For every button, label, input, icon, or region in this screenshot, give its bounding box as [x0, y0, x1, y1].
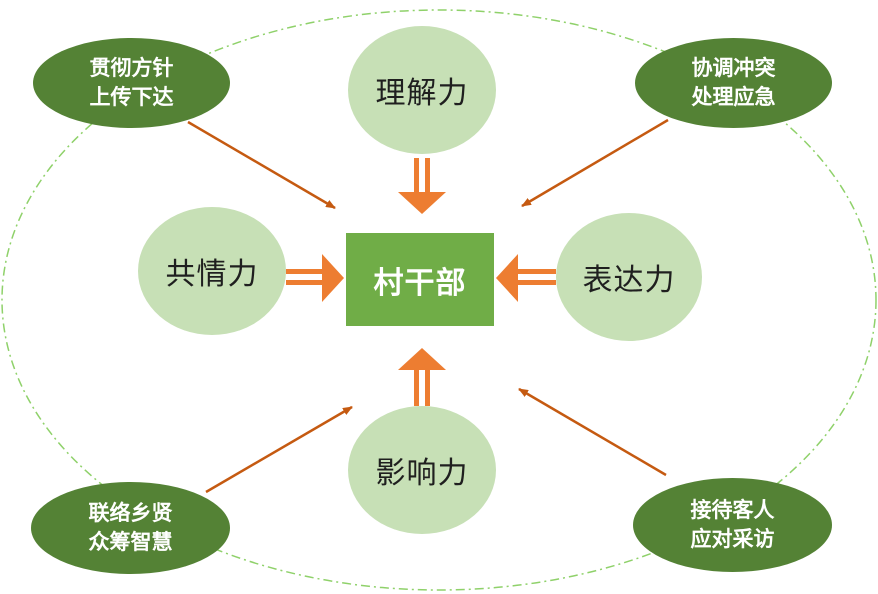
duty-bottom-right: 接待客人 应对采访 — [633, 478, 832, 572]
duty-top-left: 贯彻方针 上传下达 — [33, 38, 230, 128]
center-label: 村干部 — [373, 265, 467, 301]
duty-top-left-line2: 上传下达 — [89, 85, 174, 109]
duty-bottom-left-line1: 联络乡贤 — [88, 501, 173, 525]
block-arrow-up — [398, 348, 446, 406]
ability-left-label: 共情力 — [165, 257, 259, 292]
duty-bottom-right-line1: 接待客人 — [690, 498, 775, 522]
arrow-bottom-right — [518, 387, 667, 477]
block-arrow-right — [286, 254, 344, 302]
arrow-top-left — [187, 120, 336, 210]
ability-bottom: 影响力 — [348, 406, 496, 534]
outer-boundary-ellipse — [1, 9, 877, 591]
duty-bottom-left-line2: 众筹智慧 — [88, 530, 173, 554]
center-node-village-cadre: 村干部 — [346, 233, 494, 326]
ability-right: 表达力 — [556, 213, 702, 341]
duty-bottom-left: 联络乡贤 众筹智慧 — [31, 482, 230, 574]
duty-top-left-line1: 贯彻方针 — [89, 56, 174, 80]
duty-top-right: 协调冲突 处理应急 — [635, 38, 832, 128]
ability-right-label: 表达力 — [582, 263, 676, 298]
block-arrow-down — [398, 158, 446, 214]
ability-top-label: 理解力 — [375, 76, 469, 111]
block-arrow-left — [496, 254, 556, 302]
ability-bottom-label: 影响力 — [375, 456, 469, 491]
arrow-top-right — [521, 118, 669, 208]
arrow-bottom-left — [205, 405, 353, 494]
duty-top-right-line1: 协调冲突 — [691, 56, 776, 80]
ability-left: 共情力 — [138, 207, 286, 335]
duty-top-right-line2: 处理应急 — [691, 85, 776, 109]
ability-top: 理解力 — [348, 26, 496, 154]
duty-bottom-right-line2: 应对采访 — [690, 527, 775, 551]
